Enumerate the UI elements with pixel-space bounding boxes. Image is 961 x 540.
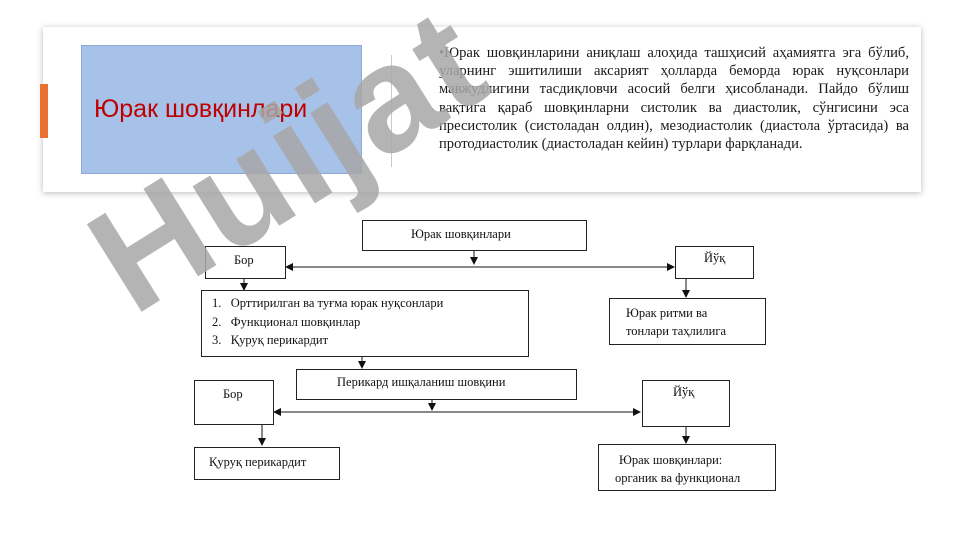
node-rhythm-line2: тонлари таҳлилига	[626, 324, 727, 338]
list-item-2: 2. Функционал шовқинлар	[212, 315, 360, 330]
bullet-glyph: •	[439, 45, 445, 61]
node-list: 1. Орттирилган ва туғма юрак нуқсонлари …	[201, 290, 529, 357]
description-body: Юрак шовқинларини аниқлаш алоҳида ташҳис…	[439, 45, 909, 153]
node-dry: Қуруқ перикардит	[194, 447, 340, 480]
node-final-line2: органик ва функционал	[615, 471, 741, 485]
title-box: Юрак шовқинлари	[81, 45, 362, 174]
node-pericard: Перикард ишқаланиш шовқини	[296, 369, 577, 400]
node-bor1-label: Бор	[234, 253, 254, 267]
list-item-3: 3. Қуруқ перикардит	[212, 333, 328, 348]
list-text-1: Орттирилган ва туғма юрак нуқсонлари	[230, 296, 444, 310]
slide-title: Юрак шовқинлари	[94, 95, 308, 123]
list-num-1: 1.	[212, 296, 222, 310]
node-rhythm: Юрак ритми ва тонлари таҳлилига	[609, 298, 766, 345]
node-final: Юрак шовқинлари: органик ва функционал	[598, 444, 776, 491]
list-text-3: Қуруқ перикардит	[230, 333, 329, 347]
list-num-2: 2.	[212, 315, 222, 329]
node-rhythm-line1: Юрак ритми ва	[626, 306, 708, 320]
node-bor1: Бор	[205, 246, 286, 279]
node-pericard-label: Перикард ишқаланиш шовқини	[337, 375, 506, 389]
node-top-label: Юрак шовқинлари	[411, 227, 511, 241]
description-text: •Юрак шовқинларини аниқлаш алоҳида ташҳи…	[439, 44, 909, 153]
node-yuq2: Йўқ	[642, 380, 730, 427]
list-item-1: 1. Орттирилган ва туғма юрак нуқсонлари	[212, 296, 443, 311]
accent-bar	[40, 84, 48, 138]
node-bor2-label: Бор	[223, 387, 243, 401]
node-dry-label: Қуруқ перикардит	[209, 455, 307, 469]
node-yuq1-label: Йўқ	[704, 251, 726, 265]
divider	[391, 55, 392, 167]
list-text-2: Функционал шовқинлар	[230, 315, 361, 329]
node-yuq1: Йўқ	[675, 246, 754, 279]
node-top: Юрак шовқинлари	[362, 220, 587, 251]
node-final-line1: Юрак шовқинлари:	[619, 453, 723, 467]
list-num-3: 3.	[212, 333, 222, 347]
node-bor2: Бор	[194, 380, 274, 425]
node-yuq2-label: Йўқ	[673, 385, 695, 399]
